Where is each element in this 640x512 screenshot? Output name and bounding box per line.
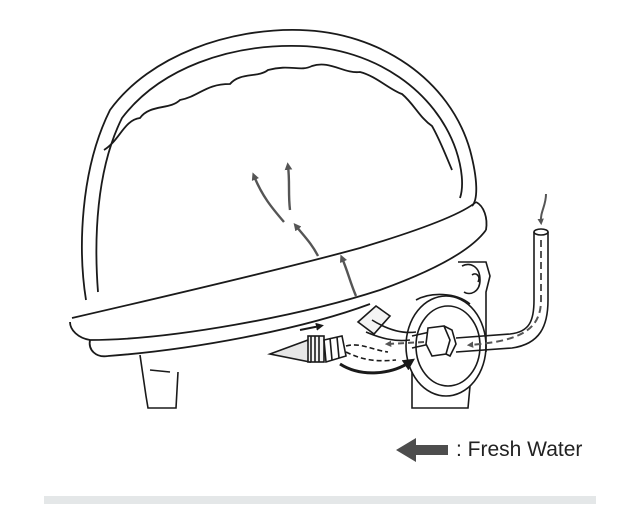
left-arrow-icon <box>396 438 448 462</box>
footer-divider <box>44 496 596 504</box>
water-intake-housing <box>405 293 487 397</box>
legend-label: : Fresh Water <box>456 438 583 461</box>
legend: : Fresh Water <box>396 436 582 464</box>
water-flow-arrows <box>251 162 358 297</box>
motor-cowling <box>69 29 488 358</box>
motor-lower-body <box>139 261 491 409</box>
flushing-hose-assembly <box>267 228 549 364</box>
install-arrow-right <box>299 322 324 331</box>
install-curve-arrow <box>339 358 415 375</box>
water-inflow-arrow <box>537 193 547 226</box>
